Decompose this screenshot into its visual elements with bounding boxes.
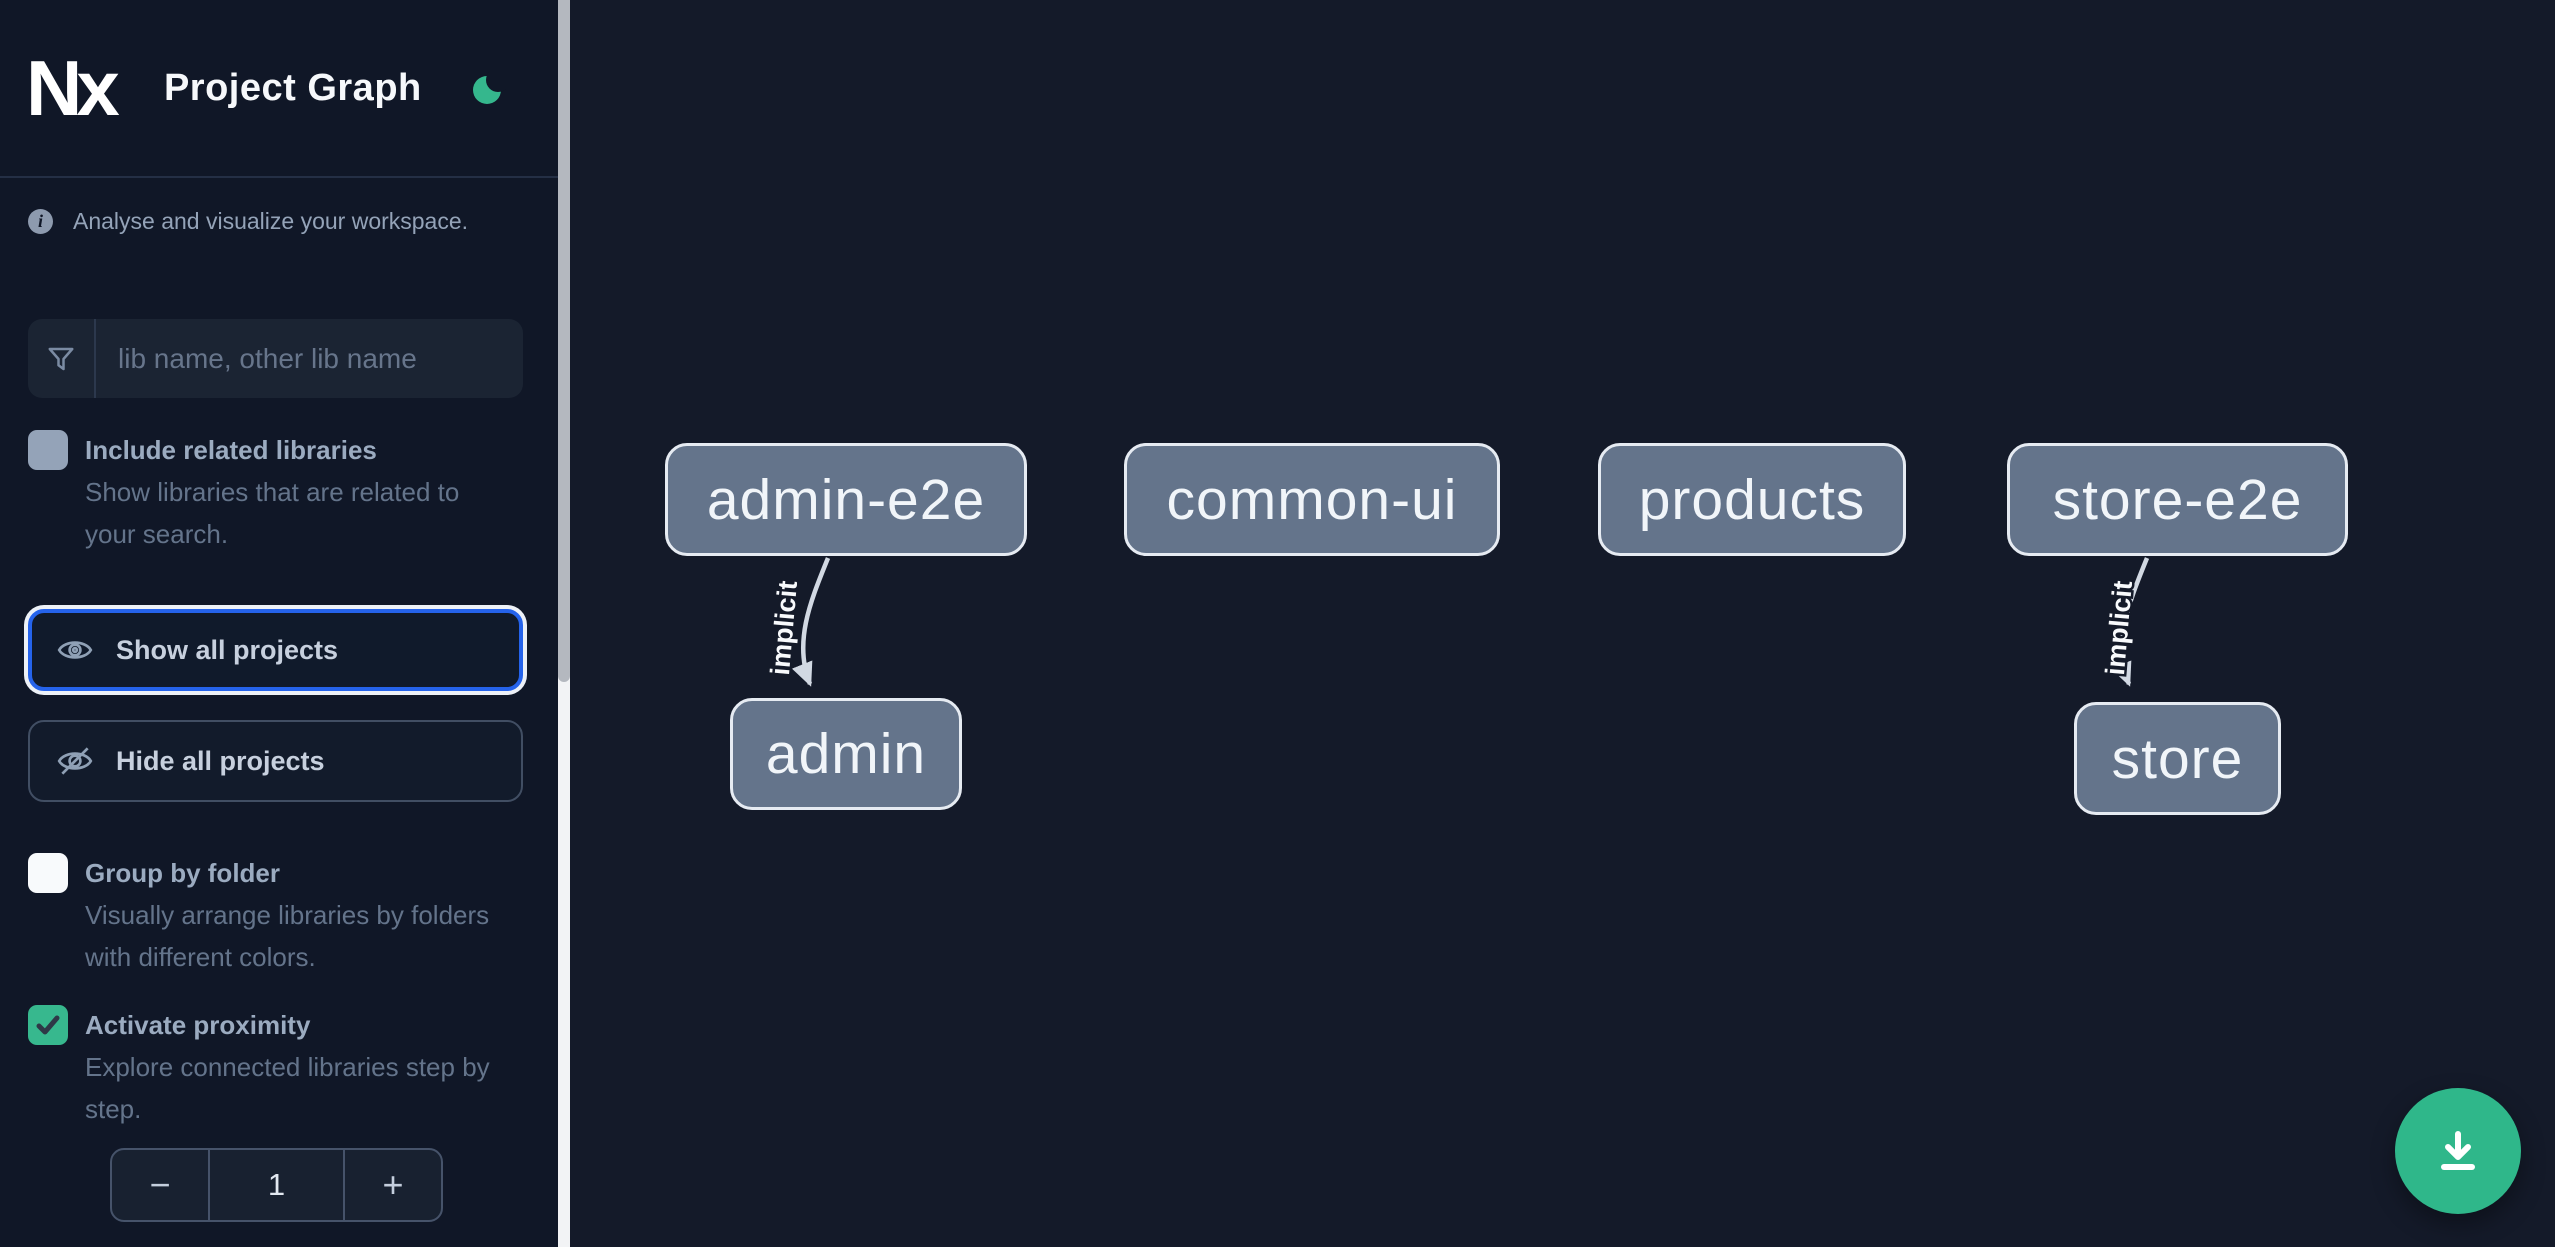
graph-canvas[interactable]: implicit implicit admin-e2e common-ui pr…	[570, 0, 2555, 1247]
node-store[interactable]: store	[2074, 702, 2281, 815]
node-products[interactable]: products	[1598, 443, 1906, 556]
toggle-activate-proximity-desc: Explore connected libraries step by step…	[85, 1052, 490, 1124]
hide-all-projects-label: Hide all projects	[116, 745, 325, 776]
toggle-group-by-folder-desc: Visually arrange libraries by folders wi…	[85, 900, 490, 972]
node-store-e2e[interactable]: store-e2e	[2007, 443, 2348, 556]
info-icon: i	[28, 209, 53, 234]
toggle-include-related-desc: Show libraries that are related to your …	[85, 477, 460, 549]
toggle-include-related-label: Include related libraries	[85, 435, 377, 465]
filter-funnel-icon	[28, 319, 96, 398]
show-all-projects-button[interactable]: Show all projects	[28, 609, 523, 691]
check-icon	[36, 1015, 60, 1035]
download-icon	[2441, 1131, 2475, 1170]
search-input[interactable]	[96, 319, 523, 398]
sidebar-scrollbar	[558, 0, 570, 1247]
node-admin-e2e[interactable]: admin-e2e	[665, 443, 1027, 556]
stepper-decrement-button[interactable]: −	[112, 1150, 208, 1220]
sidebar-scrollbar-thumb[interactable]	[558, 0, 570, 682]
workspace-info: i Analyse and visualize your workspace.	[28, 208, 530, 235]
edge-admin-e2e-to-admin	[791, 557, 831, 687]
stepper-value: 1	[208, 1150, 345, 1220]
proximity-depth-stepper: − 1 +	[110, 1148, 443, 1222]
sidebar-header: Nx Project Graph	[0, 0, 558, 178]
edge-label-implicit-2: implicit	[2100, 580, 2138, 677]
hide-all-projects-button[interactable]: Hide all projects	[28, 720, 523, 802]
checkbox-group-by-folder[interactable]	[28, 853, 68, 893]
node-common-ui[interactable]: common-ui	[1124, 443, 1500, 556]
show-all-projects-label: Show all projects	[116, 634, 339, 665]
eye-icon	[57, 641, 93, 659]
page-title: Project Graph	[163, 66, 422, 109]
edge-store-e2e-to-store	[2110, 557, 2150, 687]
eye-slash-icon	[57, 747, 93, 775]
node-admin[interactable]: admin	[730, 698, 962, 810]
sidebar: Nx Project Graph i Analyse and visualize…	[0, 0, 558, 1247]
download-graph-button[interactable]	[2395, 1088, 2521, 1214]
search-bar	[28, 319, 523, 398]
checkbox-activate-proximity[interactable]	[28, 1005, 68, 1045]
toggle-activate-proximity-label: Activate proximity	[85, 1010, 311, 1040]
toggle-group-by-folder[interactable]: Group by folder Visually arrange librari…	[28, 852, 530, 978]
edge-label-implicit-1: implicit	[765, 580, 803, 677]
dark-mode-moon-icon[interactable]	[472, 71, 506, 105]
toggle-activate-proximity[interactable]: Activate proximity Explore connected lib…	[28, 1004, 530, 1130]
toggle-group-by-folder-label: Group by folder	[85, 858, 280, 888]
info-text: Analyse and visualize your workspace.	[73, 208, 469, 234]
stepper-increment-button[interactable]: +	[345, 1150, 441, 1220]
nx-logo: Nx	[26, 44, 120, 132]
toggle-include-related[interactable]: Include related libraries Show libraries…	[28, 429, 530, 555]
checkbox-include-related[interactable]	[28, 430, 68, 470]
graph-edges: implicit implicit	[762, 557, 2150, 687]
